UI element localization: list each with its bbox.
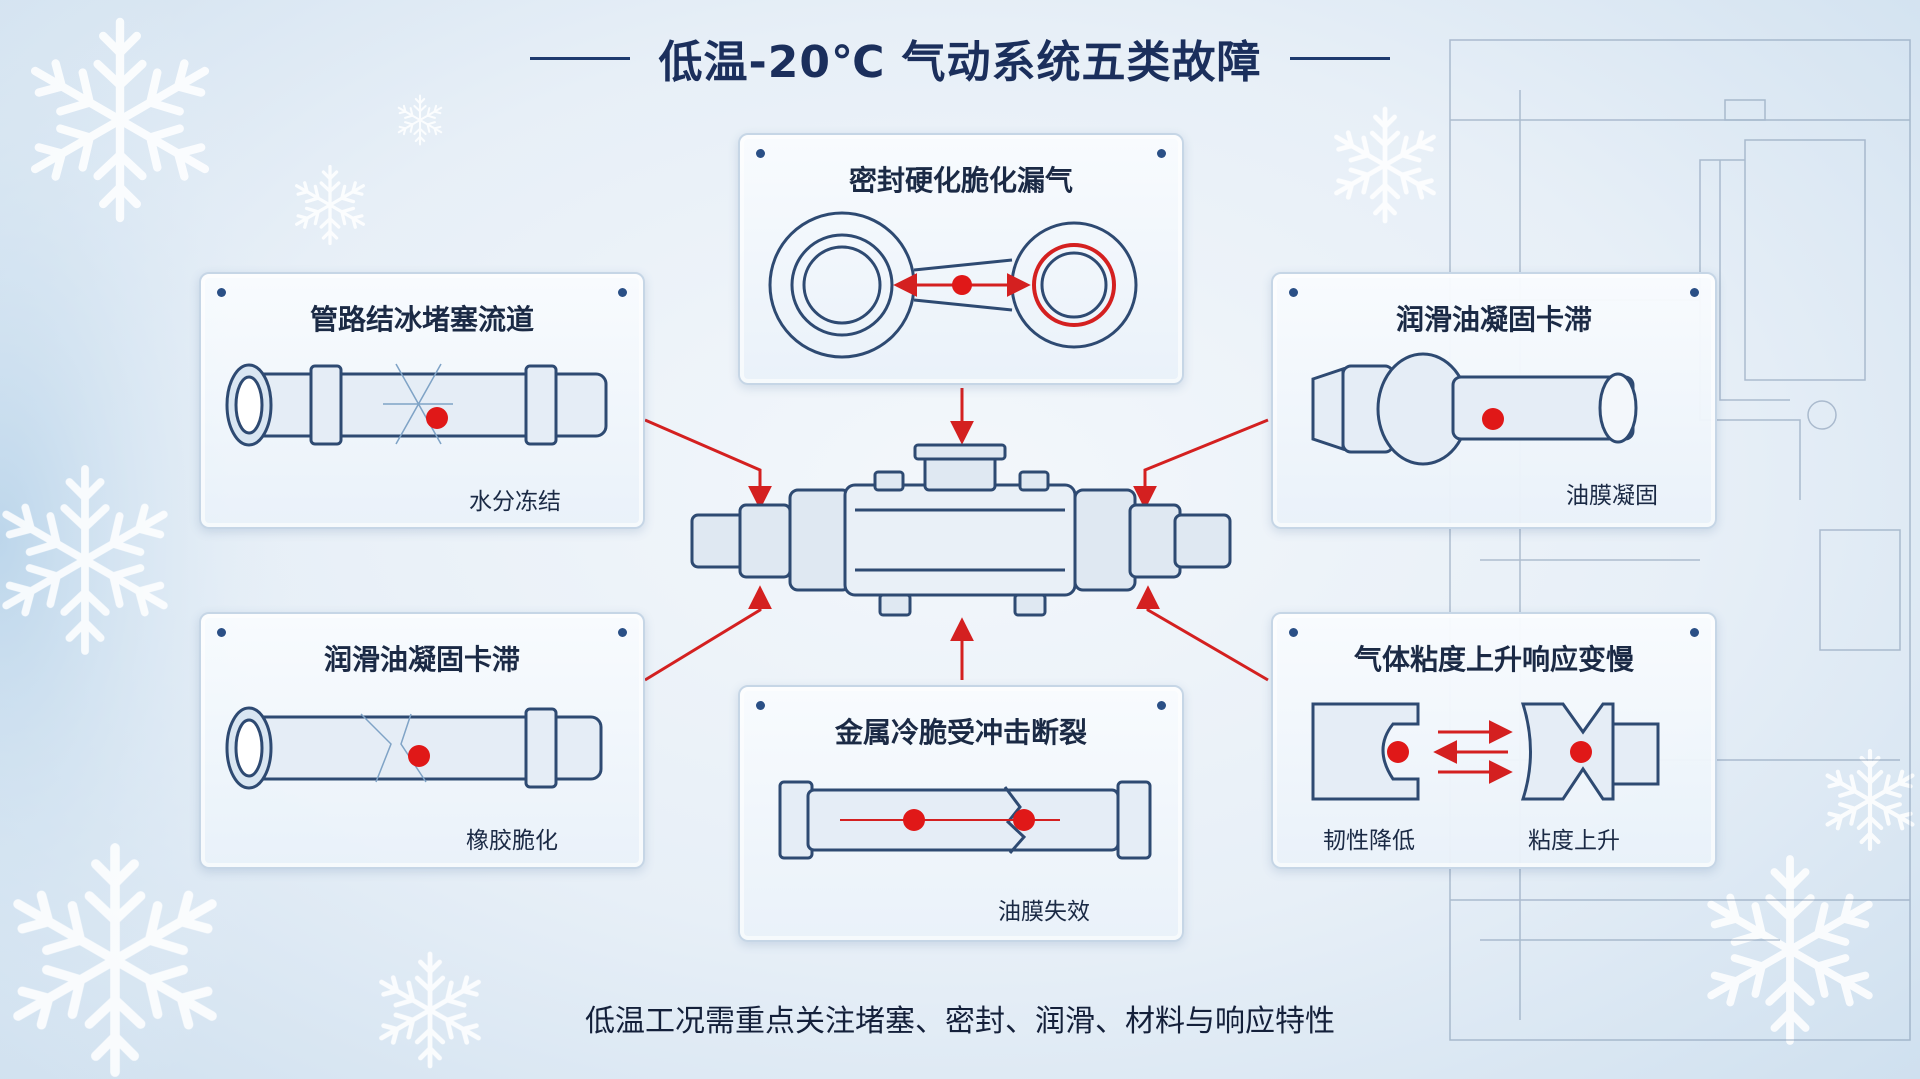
card-pipe-icing: 管路结冰堵塞流道 水分冻结 — [199, 272, 645, 529]
card-title: 管路结冰堵塞流道 — [309, 303, 534, 336]
failure-point-icon — [1570, 741, 1592, 763]
card-caption: 橡胶脆化 — [466, 828, 558, 854]
page-title: 低温-20℃ 气动系统五类故障 — [658, 37, 1262, 88]
card-title: 润滑油凝固卡滞 — [323, 643, 520, 676]
card-caption: 油膜凝固 — [1566, 483, 1658, 509]
card-metal-brittle: 金属冷脆受冲击断裂 油膜失效 — [738, 685, 1184, 942]
failure-point-icon — [1482, 408, 1504, 430]
failure-point-icon — [1013, 809, 1035, 831]
failure-point-icon — [903, 809, 925, 831]
seal-ring-illustration — [768, 211, 1138, 359]
card-gas-viscosity: 气体粘度上升响应变慢 韧性降低 粘度上升 — [1271, 612, 1717, 869]
card-rivet — [618, 628, 627, 637]
arrow-right-top — [1133, 418, 1269, 510]
title-bar: 低温-20℃ 气动系统五类故障 — [0, 28, 1920, 88]
arrow-right-bottom — [1136, 585, 1269, 682]
card-caption-left: 韧性降低 — [1323, 828, 1415, 854]
brittle-pipe-illustration — [225, 706, 603, 790]
card-title: 金属冷脆受冲击断裂 — [834, 716, 1087, 749]
card-rivet — [756, 149, 765, 158]
card-rivet — [1289, 628, 1298, 637]
viscosity-illustration — [1311, 702, 1660, 801]
title-line-left — [530, 56, 631, 60]
frozen-pipe-illustration — [225, 363, 608, 447]
card-rivet — [1157, 149, 1166, 158]
card-lubricant-freeze: 润滑油凝固卡滞 油膜凝固 — [1271, 272, 1717, 529]
central-pneumatic-valve — [690, 443, 1232, 617]
card-rivet — [217, 288, 226, 297]
card-rivet — [618, 288, 627, 297]
card-rivet — [1690, 288, 1699, 297]
card-seal-hardening: 密封硬化脆化漏气 — [738, 133, 1184, 385]
card-rivet — [756, 701, 765, 710]
card-caption: 水分冻结 — [469, 489, 561, 515]
fitting-illustration — [1311, 352, 1638, 466]
failure-point-icon — [1387, 741, 1409, 763]
fractured-pipe-illustration — [778, 780, 1152, 860]
card-rivet — [217, 628, 226, 637]
arrow-left-bottom — [644, 585, 772, 682]
card-title: 气体粘度上升响应变慢 — [1353, 643, 1634, 676]
card-title: 润滑油凝固卡滞 — [1395, 303, 1592, 336]
card-rivet — [1690, 628, 1699, 637]
card-rivet — [1289, 288, 1298, 297]
card-rivet — [1157, 701, 1166, 710]
failure-point-icon — [952, 275, 972, 295]
failure-point-icon — [408, 745, 430, 767]
card-title: 密封硬化脆化漏气 — [848, 164, 1073, 197]
card-caption-right: 粘度上升 — [1528, 828, 1620, 854]
card-caption: 油膜失效 — [998, 899, 1090, 925]
card-lubricant-freeze-rubber: 润滑油凝固卡滞 橡胶脆化 — [199, 612, 645, 869]
failure-point-icon — [426, 407, 448, 429]
arrow-left-top — [644, 418, 772, 510]
footer-note: 低温工况需重点关注堵塞、密封、润滑、材料与响应特性 — [585, 1004, 1335, 1039]
title-line-right — [1289, 56, 1390, 60]
